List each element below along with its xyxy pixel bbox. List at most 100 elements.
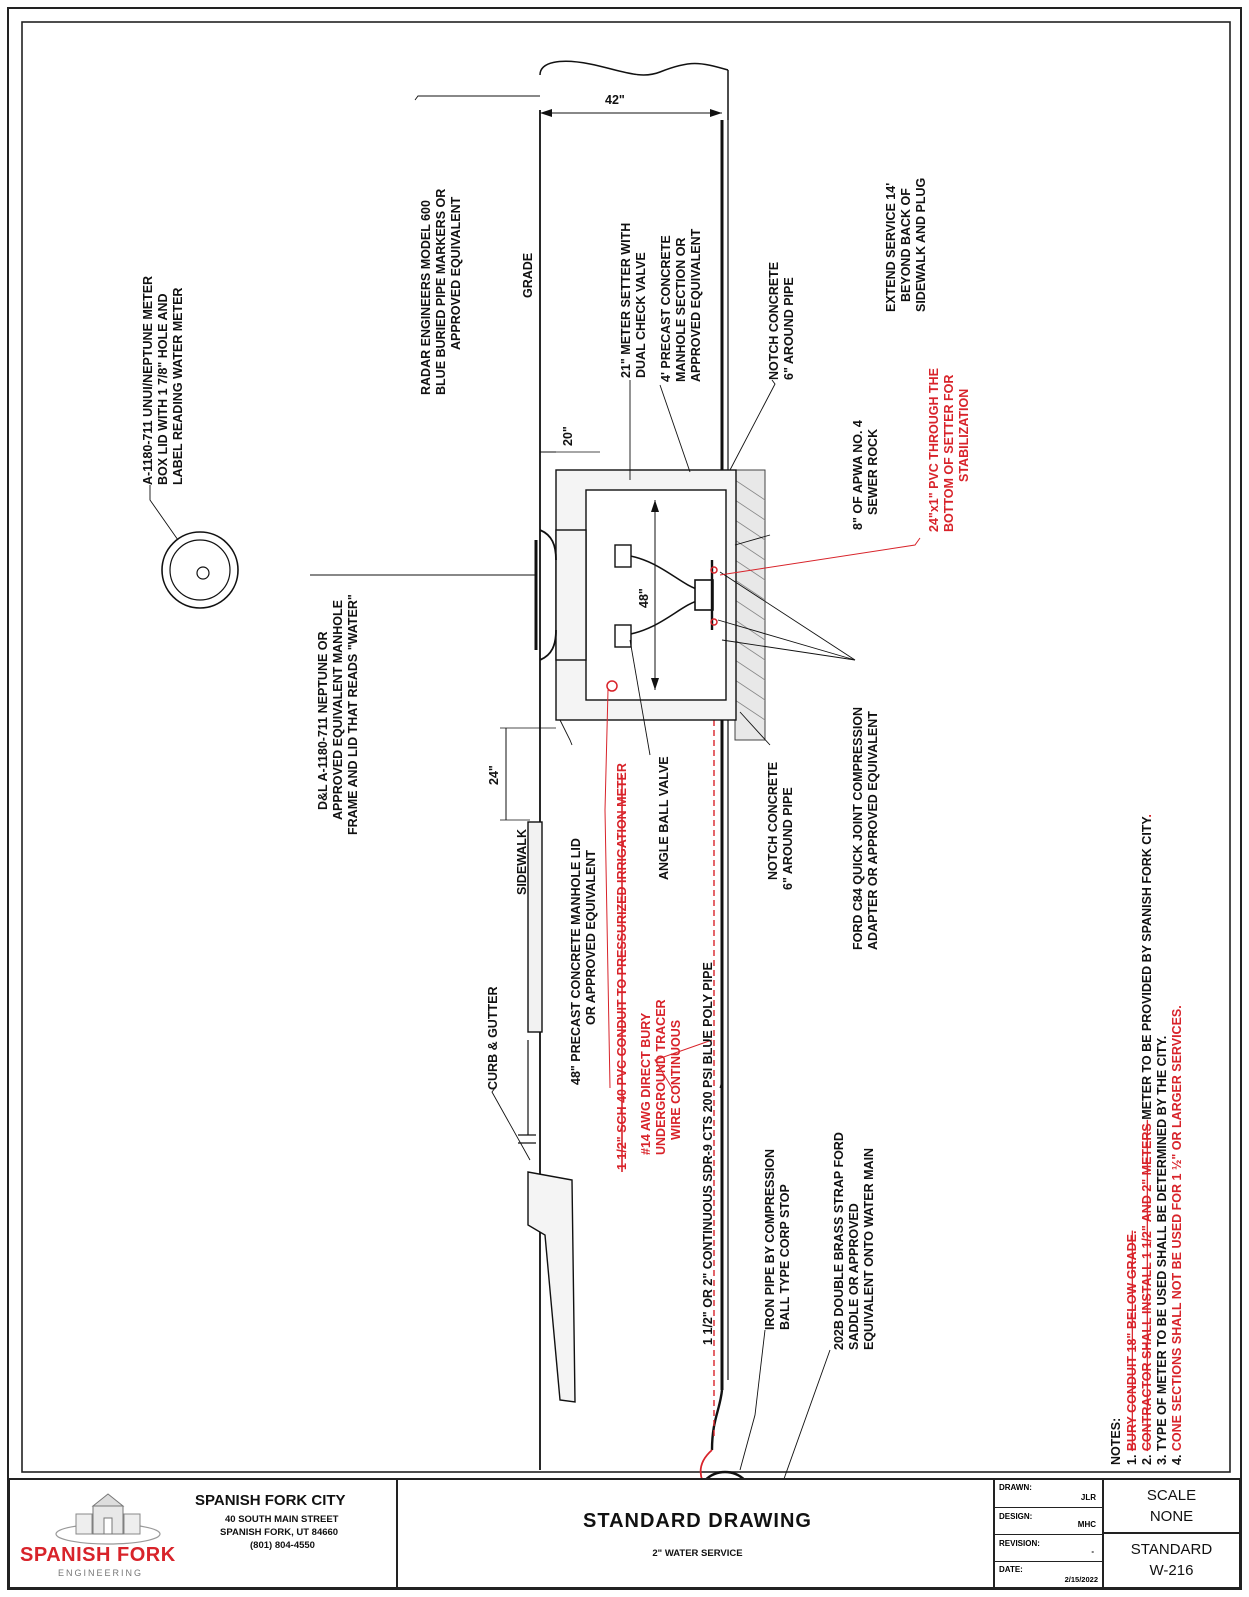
label-meter-setter: 21" METER SETTER WITH DUAL CHECK VALVE <box>619 219 648 378</box>
dim-arrow <box>710 109 722 117</box>
scale-value: NONE <box>1149 1508 1194 1525</box>
label-manhole-lid: 48" PRECAST CONCRETE MANHOLE LID OR APPR… <box>569 835 598 1085</box>
note-number: 1. <box>1125 1451 1139 1465</box>
note-number: 4. <box>1170 1451 1184 1465</box>
label-curb-gutter: CURB & GUTTER <box>486 987 500 1090</box>
dim-arrow <box>651 500 659 512</box>
title-block-main: STANDARD DRAWING 2" WATER SERVICE <box>396 1478 995 1589</box>
title-block-scale: SCALE NONE STANDARD W-216 <box>1102 1478 1241 1589</box>
label-radar-markers: RADAR ENGINEERS MODEL 600 BLUE BURIED PI… <box>419 185 463 395</box>
label-saddle: 202B DOUBLE BRASS STRAP FORD SADDLE OR A… <box>832 1129 876 1350</box>
note-item: 1. BURY CONDUIT 18" BELOW GRADE. <box>1125 1231 1139 1465</box>
title-block-meta: DRAWN: JLR DESIGN: MHC REVISION: - DATE:… <box>993 1478 1104 1589</box>
drawing-frame <box>21 21 1231 1473</box>
meter-lid-hole <box>196 566 210 580</box>
castle-logo-icon <box>55 1493 161 1545</box>
standard-number: W-216 <box>1149 1562 1194 1579</box>
meter-lid-outer <box>161 531 239 609</box>
note-text: METER TO BE PROVIDED BY SPANISH FORK CIT… <box>1140 816 1154 1120</box>
drawing-subtitle: 2" WATER SERVICE <box>652 1548 743 1559</box>
scale-label: SCALE <box>1146 1487 1197 1504</box>
note-item: 3. TYPE OF METER TO BE USED SHALL BE DET… <box>1155 1036 1169 1465</box>
label-dim-42: 42" <box>605 93 625 107</box>
note-number: 3. <box>1155 1451 1169 1465</box>
city-name: SPANISH FORK CITY <box>195 1492 346 1509</box>
meter-body <box>694 579 714 611</box>
red-leader-lines <box>604 537 921 1089</box>
standard-label: STANDARD <box>1130 1541 1213 1558</box>
label-precast-manhole: 4' PRECAST CONCRETE MANHOLE SECTION OR A… <box>659 228 703 382</box>
city-address-2: SPANISH FORK, UT 84660 <box>220 1527 339 1538</box>
drawing-title: STANDARD DRAWING <box>583 1510 812 1532</box>
scale-cell: SCALE NONE <box>1104 1480 1239 1534</box>
note-item: 2. CONTRACTOR SHALL INSTALL 1 1/2" AND 2… <box>1140 814 1154 1465</box>
label-iron-pipe: IRON PIPE BY COMPRESSION BALL TYPE CORP … <box>763 1145 792 1330</box>
company-logo: SPANISH FORK ENGINEERING <box>18 1488 198 1583</box>
drawn-value: JLR <box>1080 1493 1096 1502</box>
label-dim-20: 20" <box>561 426 575 446</box>
manhole-lid <box>555 529 587 661</box>
date-label: DATE: <box>999 1565 1023 1574</box>
rock-hatching <box>734 479 766 721</box>
meta-row-revision: REVISION: - <box>995 1534 1102 1562</box>
label-grade: GRADE <box>521 253 535 298</box>
label-sewer-rock: 8" OF APWA NO. 4 SEWER ROCK <box>851 417 880 530</box>
title-block-company: SPANISH FORK ENGINEERING SPANISH FORK CI… <box>8 1478 398 1589</box>
notes-list: 1. BURY CONDUIT 18" BELOW GRADE.2. CONTR… <box>1125 814 1184 1465</box>
label-tracer-wire: #14 AWG DIRECT BURY UNDERGROUND TRACER W… <box>639 996 683 1155</box>
red-bolt <box>710 618 718 626</box>
revision-label: REVISION: <box>999 1539 1040 1548</box>
break-line <box>539 60 729 76</box>
manhole-frame <box>539 529 557 661</box>
note-text: . <box>1140 814 1154 817</box>
note-item: 4. CONE SECTIONS SHALL NOT BE USED FOR 1… <box>1170 1005 1184 1465</box>
label-poly-pipe: 1 1/2" OR 2" CONTINUOUS SDR-9 CTS 200 PS… <box>701 962 715 1345</box>
dim-arrow <box>540 109 552 117</box>
label-angle-ball-valve: ANGLE BALL VALVE <box>657 756 671 880</box>
setter-valve <box>614 544 632 568</box>
note-text: CONE SECTIONS SHALL NOT BE USED FOR 1 ½"… <box>1170 1005 1184 1451</box>
notes-block: NOTES: 1. BURY CONDUIT 18" BELOW GRADE.2… <box>1109 814 1184 1465</box>
logo-subtitle: ENGINEERING <box>58 1568 144 1578</box>
design-value: MHC <box>1077 1520 1096 1529</box>
red-bolt <box>710 566 718 574</box>
dim-arrow <box>651 678 659 690</box>
date-value: 2/15/2022 <box>1064 1575 1098 1584</box>
label-ford-c84: FORD C84 QUICK JOINT COMPRESSION ADAPTER… <box>851 703 880 950</box>
notes-heading: NOTES: <box>1109 1418 1123 1465</box>
label-notch-concrete-bottom: NOTCH CONCRETE 6" AROUND PIPE <box>766 758 795 890</box>
leader-lines <box>149 95 856 1501</box>
city-address-1: 40 SOUTH MAIN STREET <box>225 1514 339 1525</box>
sheet-border <box>7 7 1242 1590</box>
label-pvc-stabilization: 24"x1" PVC THROUGH THE BOTTOM OF SETTER … <box>927 365 971 532</box>
drawing-content: A-1180-711 UNUI/NEPTUNE METER BOX LID WI… <box>141 60 1184 1530</box>
revision-value: - <box>1091 1547 1094 1556</box>
note-text: CONTRACTOR SHALL INSTALL 1 1/2" AND 2" M… <box>1140 1120 1154 1451</box>
meta-row-drawn: DRAWN: JLR <box>995 1480 1102 1508</box>
label-meter-box-lid: A-1180-711 UNUI/NEPTUNE METER BOX LID WI… <box>141 272 185 485</box>
label-extend-service: EXTEND SERVICE 14' BEYOND BACK OF SIDEWA… <box>884 178 928 312</box>
meta-row-date: DATE: 2/15/2022 <box>995 1561 1102 1587</box>
meter-setter <box>624 554 701 636</box>
gooseneck <box>710 1389 724 1451</box>
meter-lid-inner <box>169 539 231 601</box>
curb-gutter <box>527 1171 576 1403</box>
drawn-label: DRAWN: <box>999 1483 1032 1492</box>
label-manhole-frame: D&L A-1180-711 NEPTUNE OR APPROVED EQUIV… <box>316 594 360 835</box>
city-phone: (801) 804-4550 <box>250 1540 315 1551</box>
logo-wordmark: SPANISH FORK <box>20 1544 176 1566</box>
note-number: 2. <box>1140 1451 1154 1465</box>
label-dim-48: 48" <box>637 588 651 608</box>
red-conduit-cap <box>606 680 618 692</box>
setter-valve <box>614 624 632 648</box>
note-text: TYPE OF METER TO BE USED SHALL BE DETERM… <box>1155 1036 1169 1451</box>
label-sidewalk: SIDEWALK <box>515 829 529 895</box>
label-dim-24: 24" <box>487 765 501 785</box>
note-text: BURY CONDUIT 18" BELOW GRADE. <box>1125 1231 1139 1452</box>
sewer-rock <box>734 469 766 741</box>
meta-row-design: DESIGN: MHC <box>995 1507 1102 1535</box>
sidewalk-slab <box>527 821 543 1033</box>
label-notch-concrete-top: NOTCH CONCRETE 6" AROUND PIPE <box>767 258 796 380</box>
design-label: DESIGN: <box>999 1512 1033 1521</box>
